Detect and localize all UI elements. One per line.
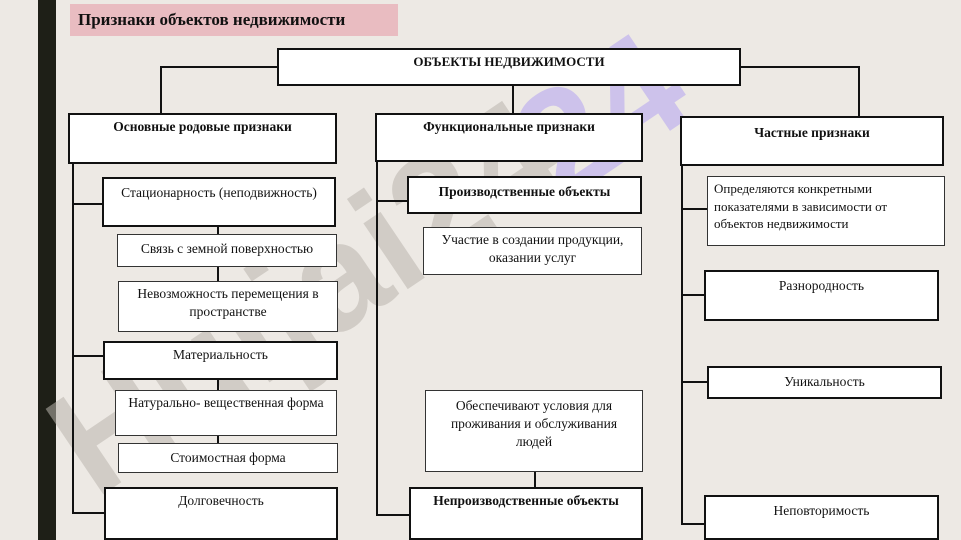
connector [858,66,860,118]
connector [681,208,708,210]
connector [217,380,219,390]
connector [681,294,705,296]
connector [217,267,219,281]
connector [72,355,104,357]
connector [376,200,408,202]
connector [160,66,162,114]
connector [512,85,514,115]
private-header: Частные признаки [680,116,944,166]
connector [681,381,708,383]
basic-item: Долговечность [104,487,338,540]
basic-header: Основные родовые признаки [68,113,337,164]
private-item: Неповторимость [704,495,939,540]
basic-item: Невозможность перемещения в пространстве [118,281,338,332]
connector [681,166,683,524]
connector [534,472,536,489]
basic-item: Стационарность (неподвижность) [102,177,336,227]
functional-item: Непроизводственные объекты [409,487,643,540]
basic-item: Стоимостная форма [118,443,338,473]
root-label: ОБЪЕКТЫ НЕДВИЖИМОСТИ [413,54,605,69]
connector [217,436,219,443]
connector [681,523,705,525]
connector [72,203,103,205]
basic-item: Связь с земной поверхностью [117,234,337,267]
private-item: Уникальность [707,366,942,399]
slide-title: Признаки объектов недвижимости [70,4,398,36]
connector [160,66,278,68]
basic-item: Натурально- вещественная форма [115,390,337,436]
connector [217,227,219,235]
basic-item: Материальность [103,341,338,380]
functional-item: Обеспечивают условия для проживания и об… [425,390,643,472]
root-box: ОБЪЕКТЫ НЕДВИЖИМОСТИ [277,48,741,86]
functional-header: Функциональные признаки [375,113,643,162]
connector [376,514,410,516]
connector [376,162,378,515]
connector [72,512,105,514]
connector [740,66,859,68]
slide-accent-bar [38,0,56,540]
connector [72,163,74,513]
functional-item: Производственные объекты [407,176,642,214]
private-item: Разнородность [704,270,939,321]
functional-item: Участие в создании продукции, оказании у… [423,227,642,275]
private-item: Определяются конкретными показателями в … [707,176,945,246]
